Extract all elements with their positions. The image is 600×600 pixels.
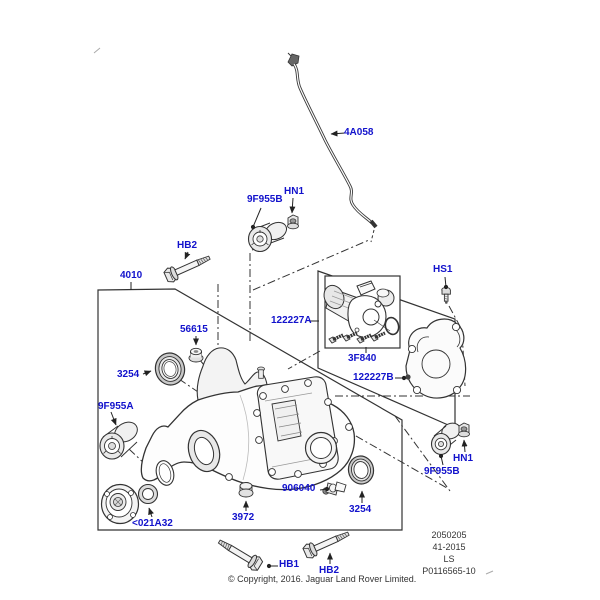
- callout-right-bushing[interactable]: 9F955B: [424, 466, 460, 477]
- final-drive-case-box: [97, 288, 403, 531]
- rear-bolt-1-drawing: [214, 534, 265, 573]
- callout-actuator-screws[interactable]: 3F840: [348, 353, 377, 364]
- callout-drive-flange[interactable]: <021A32: [132, 518, 173, 529]
- crop-tick-marks: [93, 47, 494, 575]
- left-seal-drawing: [154, 352, 186, 386]
- actuator-cover-drawing: [405, 318, 467, 399]
- differential-housing-drawing: [140, 347, 356, 491]
- cover-screw-drawing: [441, 286, 451, 304]
- model-code: LS: [443, 554, 455, 564]
- callout-breather-tube[interactable]: 4A058: [344, 127, 374, 138]
- callout-rear-bolt-1[interactable]: HB1: [279, 559, 300, 570]
- callout-final-drive-case[interactable]: 4010: [120, 270, 143, 281]
- drawing-reference-block: 2050205 41-2015 LS P0116565-10: [401, 529, 497, 577]
- callout-rear-bolt-2[interactable]: HB2: [319, 565, 340, 576]
- callout-front-bolt[interactable]: HB2: [177, 240, 198, 251]
- front-nut-drawing: [287, 214, 299, 230]
- right-seal-drawing: [347, 455, 375, 485]
- actuator-motor-kit-drawing: [323, 275, 401, 349]
- drive-flange-drawing: [100, 483, 159, 525]
- right-nut-drawing: [458, 422, 470, 438]
- drain-plug-drawing: [238, 482, 254, 498]
- breather-plug-drawing: [188, 347, 204, 363]
- callout-leader-lines: [110, 130, 468, 569]
- callout-left-bushing[interactable]: 9F955A: [98, 401, 134, 412]
- speed-sensor-drawing: [322, 481, 347, 496]
- callout-left-seal[interactable]: 3254: [117, 369, 140, 380]
- rear-bolt-2-drawing: [301, 526, 352, 561]
- right-bushing-drawing: [430, 422, 461, 456]
- callout-front-nut[interactable]: HN1: [284, 186, 305, 197]
- drawing-number: 2050205: [431, 530, 467, 540]
- drawing-date: 41-2015: [432, 542, 466, 552]
- callout-actuator-cover[interactable]: 122227B: [353, 372, 394, 383]
- left-bushing-drawing: [99, 421, 138, 460]
- callout-breather-plug[interactable]: 56615: [180, 324, 208, 335]
- callout-cover-screw[interactable]: HS1: [433, 264, 453, 275]
- front-bolt-drawing: [162, 250, 213, 285]
- front-bushing-drawing: [247, 221, 288, 253]
- callout-right-seal[interactable]: 3254: [349, 504, 372, 515]
- breather-tube-drawing: [287, 52, 378, 243]
- copyright-notice: © Copyright, 2016. Jaguar Land Rover Lim…: [228, 574, 417, 584]
- callout-drain-plug[interactable]: 3972: [232, 512, 255, 523]
- callout-speed-sensor[interactable]: 906040: [282, 483, 316, 494]
- publication-code: P0116565-10: [422, 566, 476, 576]
- callout-actuator-kit[interactable]: 122227A: [271, 315, 312, 326]
- callout-right-nut[interactable]: HN1: [453, 453, 474, 464]
- callout-front-bushing[interactable]: 9F955B: [247, 194, 283, 205]
